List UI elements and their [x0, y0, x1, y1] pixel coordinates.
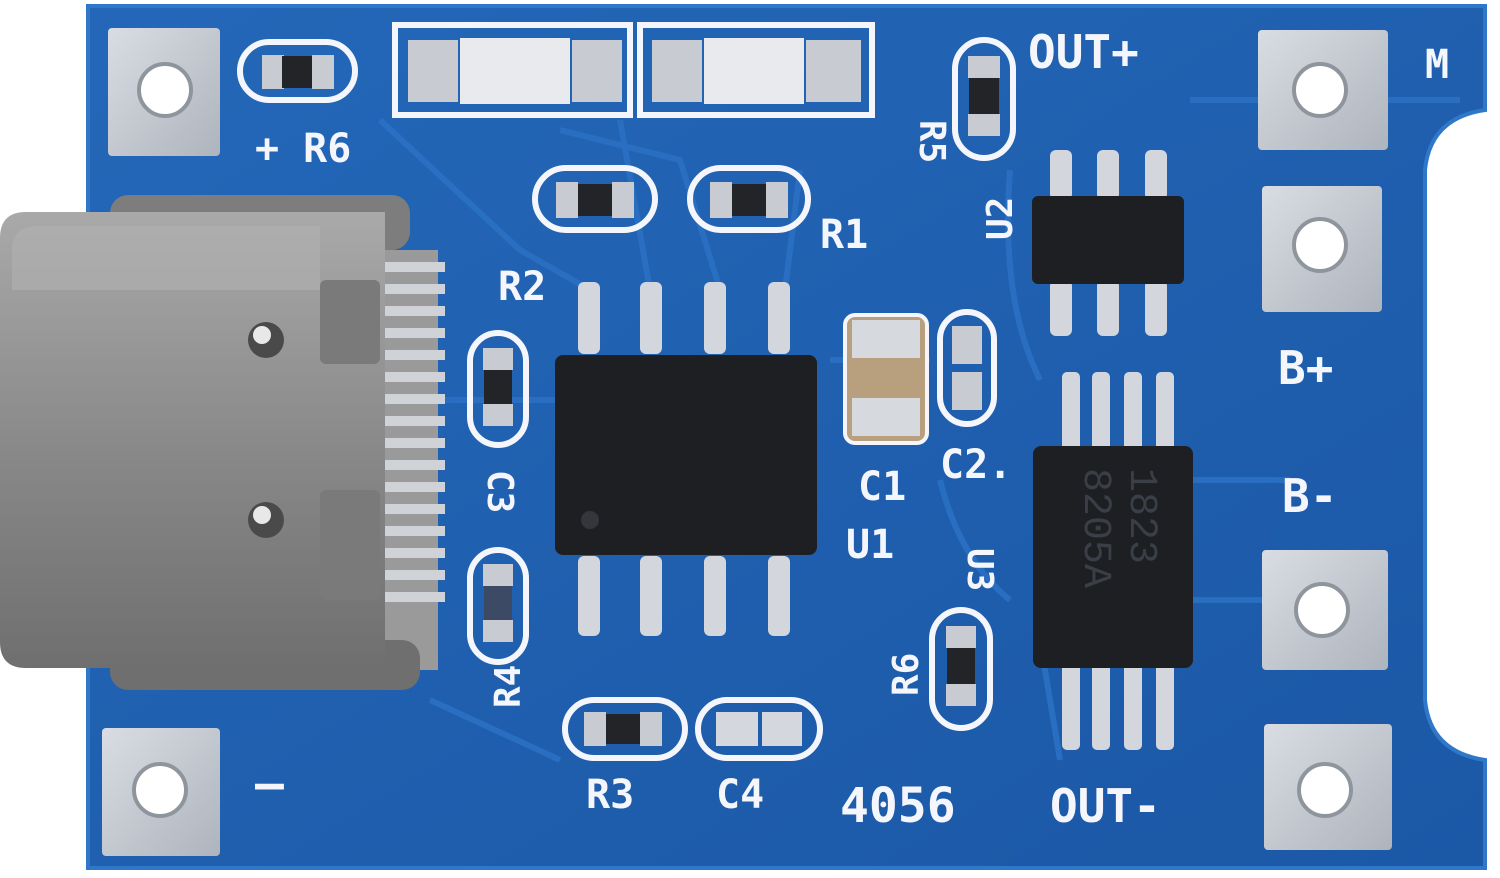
label-r5: R5	[911, 120, 952, 163]
label-model: 4056	[840, 778, 956, 834]
label-b-plus: B+	[1278, 341, 1333, 395]
pad-out-minus	[1264, 724, 1392, 850]
led-icon	[637, 22, 875, 118]
resistor-icon	[687, 165, 811, 233]
label-r2: R2	[498, 264, 546, 310]
usb-c-connector-icon	[0, 195, 445, 690]
resistor-icon	[929, 607, 993, 731]
silkscreen-labels: + R6 — R1 R2 R3 C4 C1 C2. U1 OUT+ OUT- B…	[255, 25, 1449, 834]
label-r3: R3	[586, 772, 634, 818]
pad-b-plus	[1262, 186, 1382, 312]
capacitor-icon	[843, 313, 929, 445]
capacitor-icon	[937, 309, 997, 427]
tssop8-chip-icon: 8205A 1823	[1033, 372, 1193, 750]
label-u1: U1	[846, 522, 894, 568]
resistor-icon	[562, 697, 688, 761]
label-r1: R1	[820, 212, 868, 258]
label-c4: C4	[716, 772, 764, 818]
pad-top-left	[108, 28, 220, 156]
protection-chip-line2: 1823	[1118, 468, 1163, 564]
resistor-icon	[952, 37, 1016, 161]
label-c1: C1	[858, 464, 906, 510]
label-c3: C3	[479, 470, 520, 513]
label-corner-mark: M	[1425, 42, 1449, 88]
sot23-6-chip-icon	[1032, 150, 1184, 336]
pad-out-plus	[1258, 30, 1388, 150]
resistor-icon	[467, 547, 529, 665]
led-icon	[392, 22, 633, 118]
pad-b-minus	[1262, 550, 1388, 670]
resistor-icon	[237, 39, 358, 103]
protection-chip-line1: 8205A	[1072, 468, 1117, 588]
label-u3: U3	[959, 548, 1000, 591]
resistor-icon	[467, 330, 529, 448]
label-c2: C2.	[940, 442, 1012, 488]
label-plus-r6: + R6	[255, 126, 351, 172]
label-out-minus: OUT-	[1050, 779, 1161, 833]
label-b-minus: B-	[1282, 469, 1337, 523]
label-out-plus: OUT+	[1028, 25, 1139, 79]
resistor-icon	[532, 165, 658, 233]
pad-bottom-left	[102, 728, 220, 856]
label-u2: U2	[980, 197, 1021, 240]
label-r6: R6	[886, 653, 927, 696]
soic8-chip-icon	[555, 282, 817, 636]
label-r4: R4	[488, 665, 529, 708]
capacitor-icon	[695, 697, 823, 761]
label-minus: —	[255, 756, 284, 812]
